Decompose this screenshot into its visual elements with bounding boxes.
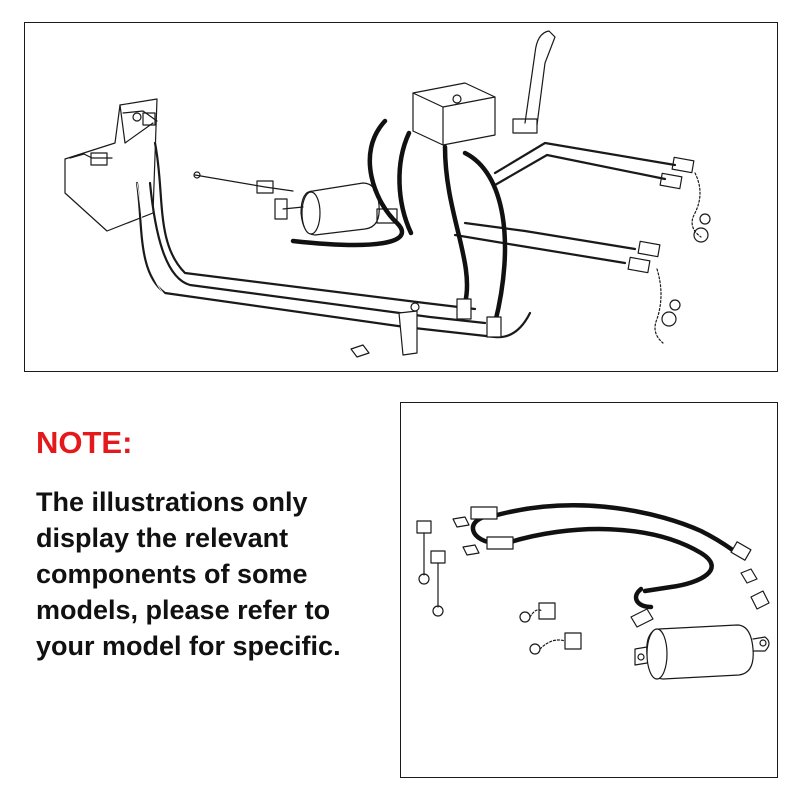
assembly-diagram-panel (24, 22, 778, 372)
note-body: The illustrations only display the relev… (36, 487, 341, 662)
hose-cylinder-kit-illustration (416, 503, 770, 680)
note-title: NOTE: (36, 425, 133, 460)
parts-kit-diagram-panel (400, 402, 778, 778)
note-block: NOTE: The illustrations only display the… (36, 425, 386, 664)
hydraulic-assembly-illustration (64, 30, 711, 358)
